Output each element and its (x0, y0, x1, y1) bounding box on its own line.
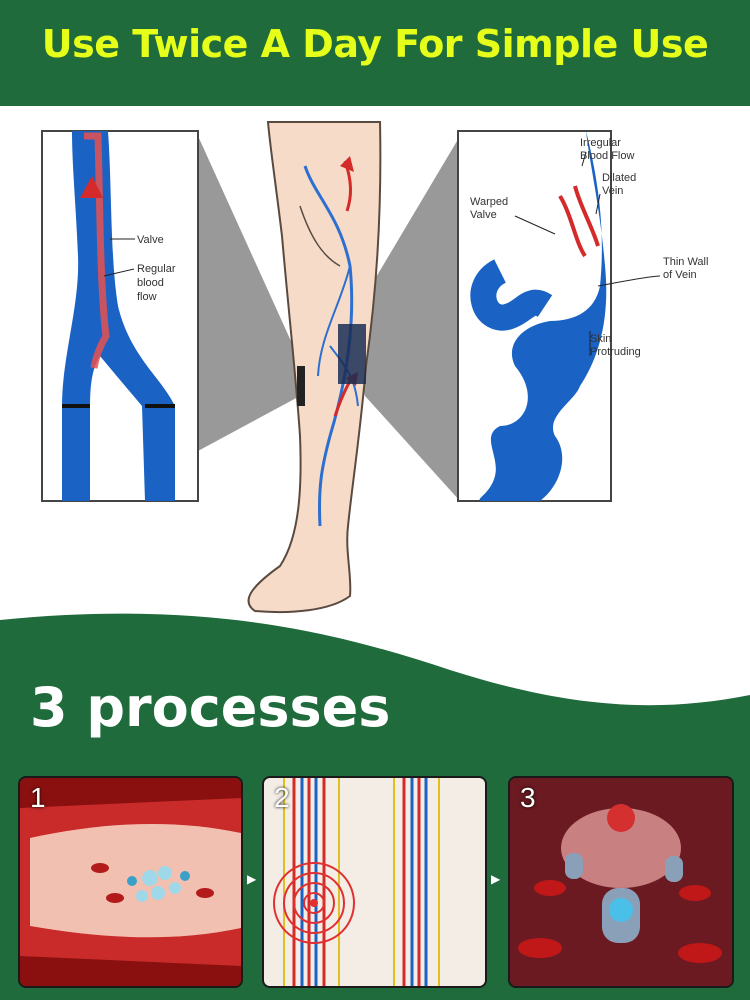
label-regular-2: blood (137, 277, 164, 289)
step-1-number: 1 (30, 782, 46, 813)
leg-illustration (247, 121, 382, 614)
label-irregular-1: Irregular (580, 137, 621, 149)
label-dilated-1: Dilated (602, 172, 636, 184)
right-zoom-funnel (350, 136, 460, 501)
label-warped-1: Warped (470, 196, 508, 208)
header-banner: Use Twice A Day For Simple Use (0, 0, 750, 106)
label-regular-1: Regular (137, 263, 176, 275)
step-2-number: 2 (274, 782, 290, 813)
label-thin-wall-1: Thin Wall (663, 256, 708, 268)
label-valve: Valve (137, 234, 164, 246)
header-title: Use Twice A Day For Simple Use (41, 22, 709, 66)
leg-network-image (264, 778, 485, 986)
label-skin-1: Skin (590, 333, 611, 345)
blood-vessel-image (20, 778, 241, 986)
label-warped-2: Valve (470, 209, 497, 221)
healthy-vein-inset: Valve Regular blood flow (41, 130, 199, 502)
label-thin-wall-2: of Vein (663, 269, 697, 281)
vein-diagram: Valve Regular blood flow Irregular Blood… (41, 121, 708, 614)
step-2-panel: 2 (262, 776, 487, 988)
left-zoom-funnel (198, 136, 300, 451)
varicose-vein-inset: Irregular Blood Flow Dilated Vein Warped… (457, 130, 708, 502)
label-regular-3: flow (137, 291, 157, 303)
step-1-panel: 1 (18, 776, 243, 988)
nanobot-image (510, 778, 732, 986)
step-arrow-2: ▶ (491, 872, 501, 886)
step-3-number: 3 (520, 782, 536, 813)
section-title: 3 processes (30, 676, 391, 739)
step-3-panel: 3 (508, 776, 734, 988)
label-dilated-2: Vein (602, 185, 623, 197)
label-irregular-2: Blood Flow (580, 150, 634, 162)
step-arrow-1: ▶ (247, 872, 257, 886)
label-skin-2: Protruding (590, 346, 641, 358)
